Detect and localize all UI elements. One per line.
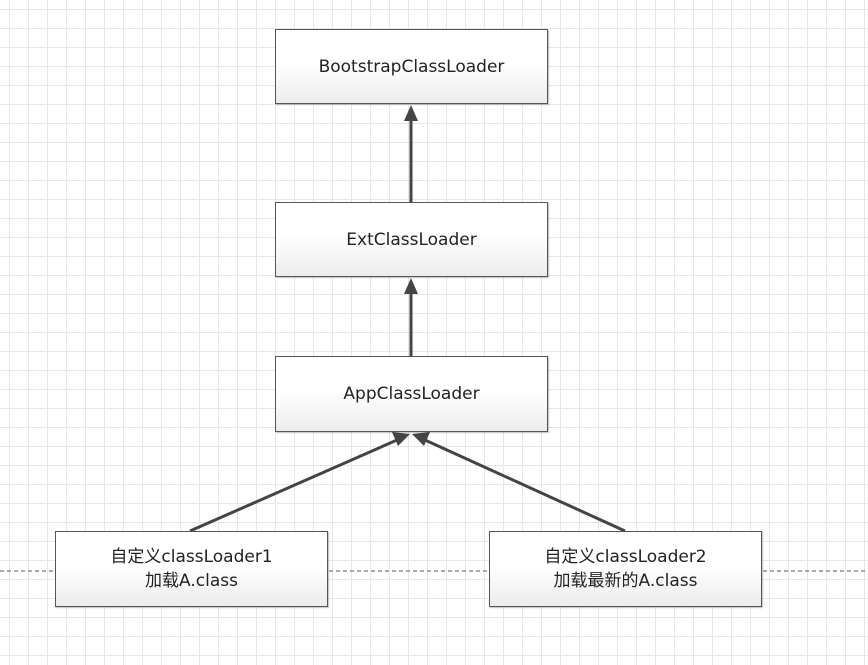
node-label: BootstrapClassLoader: [318, 56, 505, 77]
node-label-line1: 自定义classLoader2: [544, 547, 707, 567]
edge-app-to-ext: [404, 278, 418, 356]
node-custom-classloader-1: 自定义classLoader1 加载A.class: [55, 531, 328, 607]
arrowhead-icon: [392, 432, 410, 446]
edge-custom1-to-app: [189, 432, 410, 533]
node-label: ExtClassLoader: [346, 229, 477, 250]
node-label-line1: 自定义classLoader1: [110, 547, 273, 567]
arrowhead-icon: [404, 105, 418, 121]
node-app-classloader: AppClassLoader: [275, 356, 548, 432]
node-custom-classloader-2: 自定义classLoader2 加载最新的A.class: [489, 531, 762, 607]
edge-custom2-to-app: [412, 432, 626, 533]
node-bootstrap-classloader: BootstrapClassLoader: [275, 29, 548, 104]
arrowhead-icon: [404, 278, 418, 294]
edge-ext-to-bootstrap: [404, 105, 418, 202]
node-ext-classloader: ExtClassLoader: [275, 202, 548, 277]
node-label-line2: 加载最新的A.class: [553, 571, 698, 591]
arrowhead-icon: [412, 432, 430, 446]
node-label-line2: 加载A.class: [145, 571, 238, 591]
node-label: AppClassLoader: [343, 384, 480, 404]
